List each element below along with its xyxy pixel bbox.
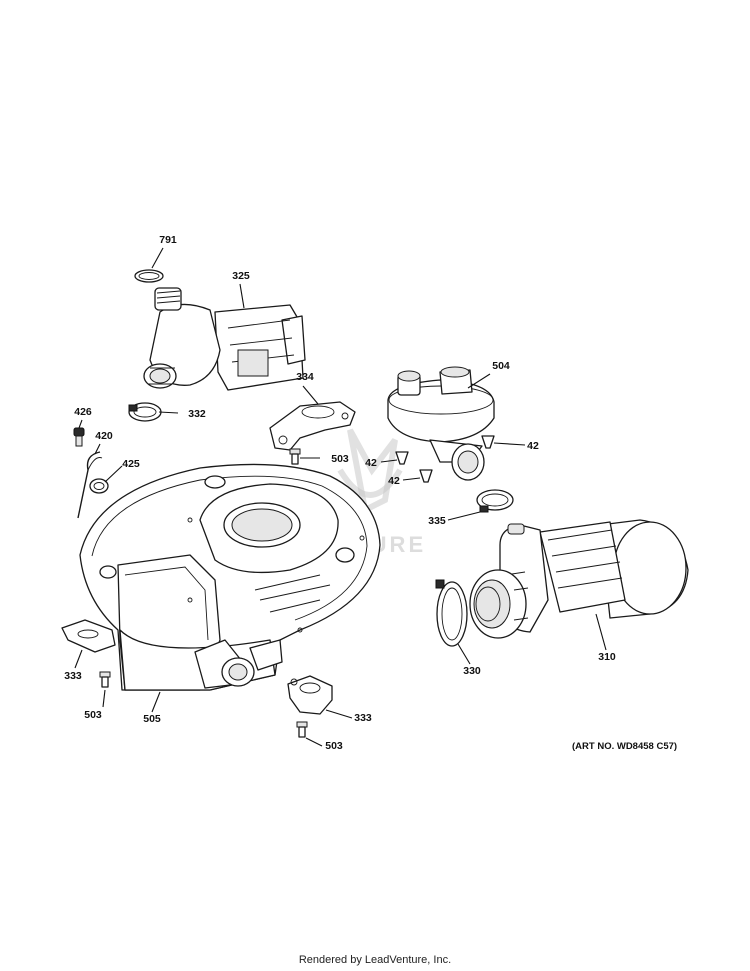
part-42-screw-a: [481, 435, 495, 449]
part-503-screw-b: [99, 671, 111, 688]
callout-c334: 334: [296, 371, 314, 383]
callout-c332: 332: [188, 408, 206, 420]
part-334-bracket: [269, 401, 356, 451]
callout-c330: 330: [463, 665, 481, 677]
callout-c42c: 42: [388, 475, 400, 487]
callout-c420: 420: [95, 430, 113, 442]
callout-c42b: 42: [365, 457, 377, 469]
callout-c503a: 503: [331, 453, 349, 465]
callout-c333a: 333: [64, 670, 82, 682]
part-333-bracket-b: [287, 675, 333, 715]
part-505-sump: [79, 463, 381, 691]
callout-c503c: 503: [325, 740, 343, 752]
part-420-wire: [77, 451, 103, 519]
callout-c791: 791: [159, 234, 177, 246]
part-333-bracket-a: [61, 619, 116, 653]
callout-c426: 426: [74, 406, 92, 418]
part-425-grommet: [89, 478, 109, 494]
callout-c42a: 42: [527, 440, 539, 452]
part-503-screw-a: [289, 448, 301, 465]
part-791-o-ring: [134, 269, 164, 283]
part-42-screw-c: [419, 469, 433, 483]
part-504-manifold: [387, 366, 495, 481]
art-number: (ART NO. WD8458 C57): [572, 741, 677, 752]
callout-c504: 504: [492, 360, 510, 372]
callout-c425: 425: [122, 458, 140, 470]
part-332-clamp: [128, 402, 162, 422]
leader-lines: [74, 247, 607, 747]
part-503-screw-c: [296, 721, 308, 738]
callout-c335: 335: [428, 515, 446, 527]
part-426-screw: [73, 427, 85, 447]
footer-credit: Rendered by LeadVenture, Inc.: [298, 954, 452, 966]
part-310-circulation-pump: [469, 519, 689, 639]
part-335-clamp: [476, 489, 514, 513]
callout-c310: 310: [598, 651, 616, 663]
callout-labels: 791 325 334 504 426 332 420 42 503 42 425 42 335 310 3…: [64, 234, 616, 752]
callout-c333b: 333: [354, 712, 372, 724]
part-325-drain-pump: [143, 287, 306, 391]
part-330-clamp: [435, 579, 468, 647]
callout-c505: 505: [143, 713, 161, 725]
callout-c325: 325: [232, 270, 250, 282]
part-42-screw-b: [395, 451, 409, 465]
callout-c503b: 503: [84, 709, 102, 721]
